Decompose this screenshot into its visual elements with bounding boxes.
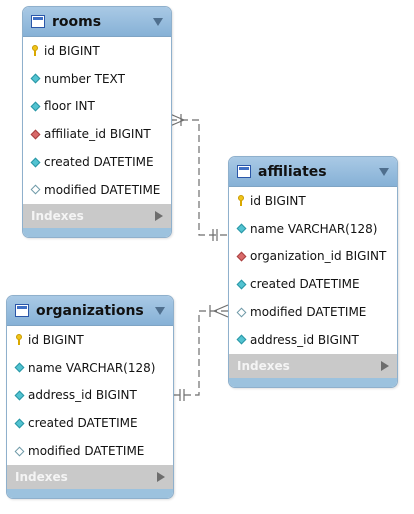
column-label: address_id BIGINT [28,388,137,403]
table-header[interactable]: affiliates [229,157,397,187]
indexes-section[interactable]: Indexes [7,464,173,489]
column-row[interactable]: modified DATETIME [7,437,173,465]
column-label: address_id BIGINT [250,332,359,347]
column-icon [235,334,247,346]
column-icon [13,362,25,374]
column-row[interactable]: modified DATETIME [229,298,397,326]
column-label: id BIGINT [28,332,84,347]
table-title: organizations [36,302,144,319]
column-row[interactable]: organization_id BIGINT [229,243,397,271]
column-label: created DATETIME [44,155,154,170]
collapse-arrow-icon[interactable] [153,17,163,26]
column-row[interactable]: name VARCHAR(128) [7,354,173,382]
column-icon [29,156,41,168]
nullable-column-icon [29,184,41,196]
column-row[interactable]: address_id BIGINT [229,326,397,354]
column-label: affiliate_id BIGINT [44,127,151,142]
column-label: id BIGINT [44,43,100,58]
indexes-label: Indexes [31,208,84,223]
primary-key-icon [13,333,25,346]
column-row[interactable]: created DATETIME [229,270,397,298]
column-icon [235,223,247,235]
column-label: name VARCHAR(128) [250,221,378,236]
table-title: rooms [52,13,102,30]
table-title: affiliates [258,163,327,180]
nullable-column-icon [235,306,247,318]
foreign-key-icon [235,250,247,262]
column-label: id BIGINT [250,193,306,208]
indexes-label: Indexes [15,469,68,484]
column-row[interactable]: affiliate_id BIGINT [23,120,171,148]
column-row[interactable]: name VARCHAR(128) [229,215,397,243]
table-footer [229,377,397,387]
table-affiliates[interactable]: affiliates id BIGINT name VARCHAR(128) o… [228,156,398,388]
column-row[interactable]: id BIGINT [23,37,171,65]
column-label: modified DATETIME [250,305,367,320]
column-label: created DATETIME [28,416,138,431]
column-label: organization_id BIGINT [250,249,387,264]
connector-rooms-affiliates [169,113,228,241]
column-row[interactable]: id BIGINT [229,187,397,215]
table-icon [31,15,45,28]
nullable-column-icon [13,445,25,457]
indexes-section[interactable]: Indexes [229,353,397,378]
expand-arrow-icon[interactable] [381,360,389,371]
column-row[interactable]: modified DATETIME [23,176,171,204]
indexes-section[interactable]: Indexes [23,203,171,228]
table-header[interactable]: organizations [7,296,173,326]
column-icon [13,389,25,401]
column-icon [29,73,41,85]
expand-arrow-icon[interactable] [155,210,163,221]
column-label: name VARCHAR(128) [28,360,156,375]
column-row[interactable]: address_id BIGINT [7,382,173,410]
table-icon [15,304,29,317]
table-organizations[interactable]: organizations id BIGINT name VARCHAR(128… [6,295,174,499]
foreign-key-icon [29,128,41,140]
table-rooms[interactable]: rooms id BIGINT number TEXT floor INT af… [22,6,172,238]
column-label: modified DATETIME [28,444,145,459]
primary-key-icon [235,194,247,207]
connector-affiliates-organizations [173,304,229,401]
column-icon [235,278,247,290]
column-row[interactable]: floor INT [23,93,171,121]
expand-arrow-icon[interactable] [157,471,165,482]
indexes-label: Indexes [237,358,290,373]
column-label: floor INT [44,99,95,114]
column-row[interactable]: id BIGINT [7,326,173,354]
table-header[interactable]: rooms [23,7,171,37]
collapse-arrow-icon[interactable] [379,167,389,176]
table-footer [7,488,173,498]
collapse-arrow-icon[interactable] [155,306,165,315]
primary-key-icon [29,44,41,57]
table-footer [23,227,171,237]
column-icon [29,100,41,112]
column-icon [13,417,25,429]
column-label: created DATETIME [250,277,360,292]
table-icon [237,165,251,178]
column-row[interactable]: number TEXT [23,65,171,93]
column-label: number TEXT [44,71,125,86]
column-row[interactable]: created DATETIME [7,409,173,437]
column-label: modified DATETIME [44,182,161,197]
column-row[interactable]: created DATETIME [23,148,171,176]
